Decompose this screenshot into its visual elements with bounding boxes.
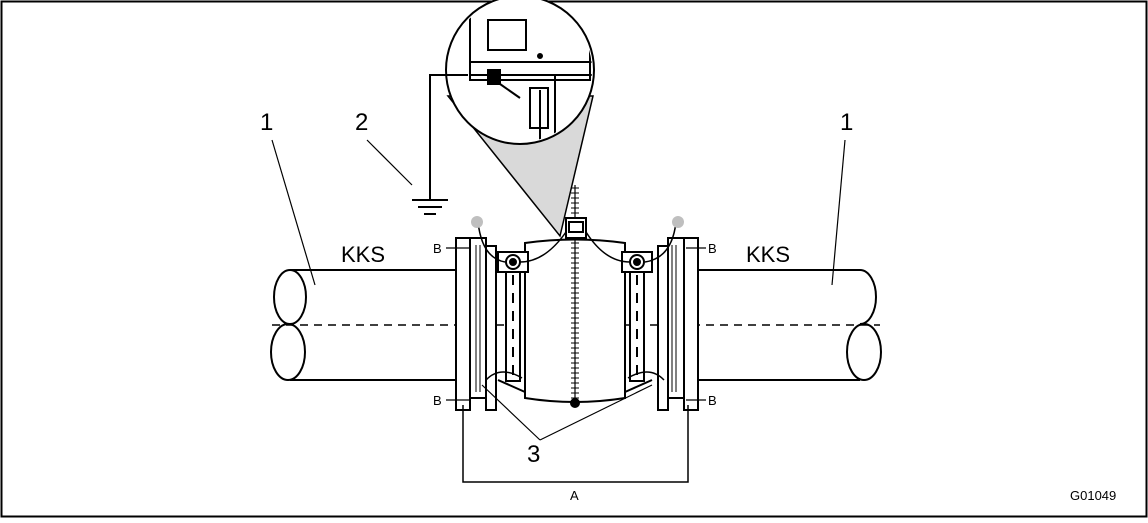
label-kks-right: KKS <box>746 242 790 267</box>
b-reference-lines <box>446 247 706 401</box>
dimension-a-line <box>462 405 689 483</box>
label-b-bottom-right: B <box>708 393 717 408</box>
inner-straps <box>485 275 665 381</box>
label-pipe-left: 1 <box>260 109 273 136</box>
label-ground: 2 <box>355 109 368 136</box>
figure-code: G01049 <box>1070 488 1116 503</box>
earth-ground-icon <box>412 74 468 215</box>
terminal-left-dot <box>471 216 483 228</box>
terminal-right-dot <box>672 216 684 228</box>
terminal-box <box>565 217 587 408</box>
label-kks-left: KKS <box>341 242 385 267</box>
label-pipe-right: 1 <box>840 109 853 136</box>
label-b-bottom-left: B <box>433 393 442 408</box>
label-b-top-left: B <box>433 241 442 256</box>
flange-left <box>455 237 497 411</box>
clamp-left <box>497 251 529 273</box>
clamp-right <box>621 251 653 273</box>
flange-right <box>657 237 699 411</box>
pipe-right <box>690 269 882 381</box>
label-dimension-a: A <box>570 488 579 503</box>
label-b-top-right: B <box>708 241 717 256</box>
label-grounding: 3 <box>527 441 540 468</box>
magnifier <box>445 0 595 238</box>
leader-lines <box>271 139 846 441</box>
